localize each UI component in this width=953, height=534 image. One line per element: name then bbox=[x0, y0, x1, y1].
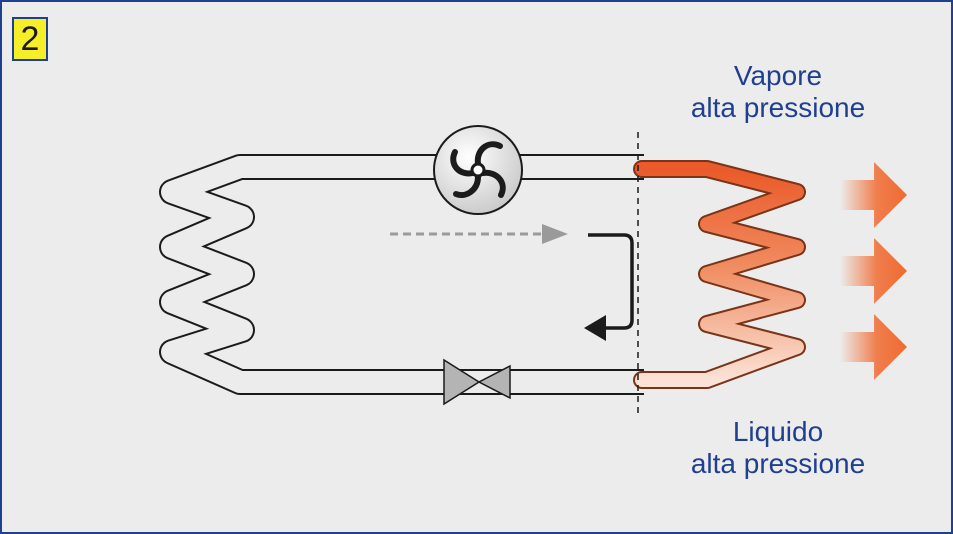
heat-arrow-icon bbox=[840, 162, 907, 228]
pipe-bottom bbox=[507, 369, 644, 395]
vapor-label: Vapore alta pressione bbox=[670, 60, 886, 124]
heat-arrow-icon bbox=[840, 238, 907, 304]
flow-arrow-solid bbox=[584, 233, 634, 341]
liquid-label-line2: alta pressione bbox=[690, 448, 866, 479]
pipe-top bbox=[520, 154, 644, 180]
liquid-label: Liquido alta pressione bbox=[670, 416, 886, 480]
vapor-label-line2: alta pressione bbox=[690, 92, 866, 123]
vapor-label-line1: Vapore bbox=[733, 60, 823, 91]
liquid-label-line1: Liquido bbox=[732, 416, 824, 447]
step-number-badge: 2 bbox=[12, 17, 48, 61]
flow-arrow-dashed bbox=[390, 224, 568, 244]
expansion-valve-icon bbox=[443, 358, 511, 406]
fan-icon bbox=[433, 125, 523, 215]
heat-arrow-icon bbox=[840, 314, 907, 380]
